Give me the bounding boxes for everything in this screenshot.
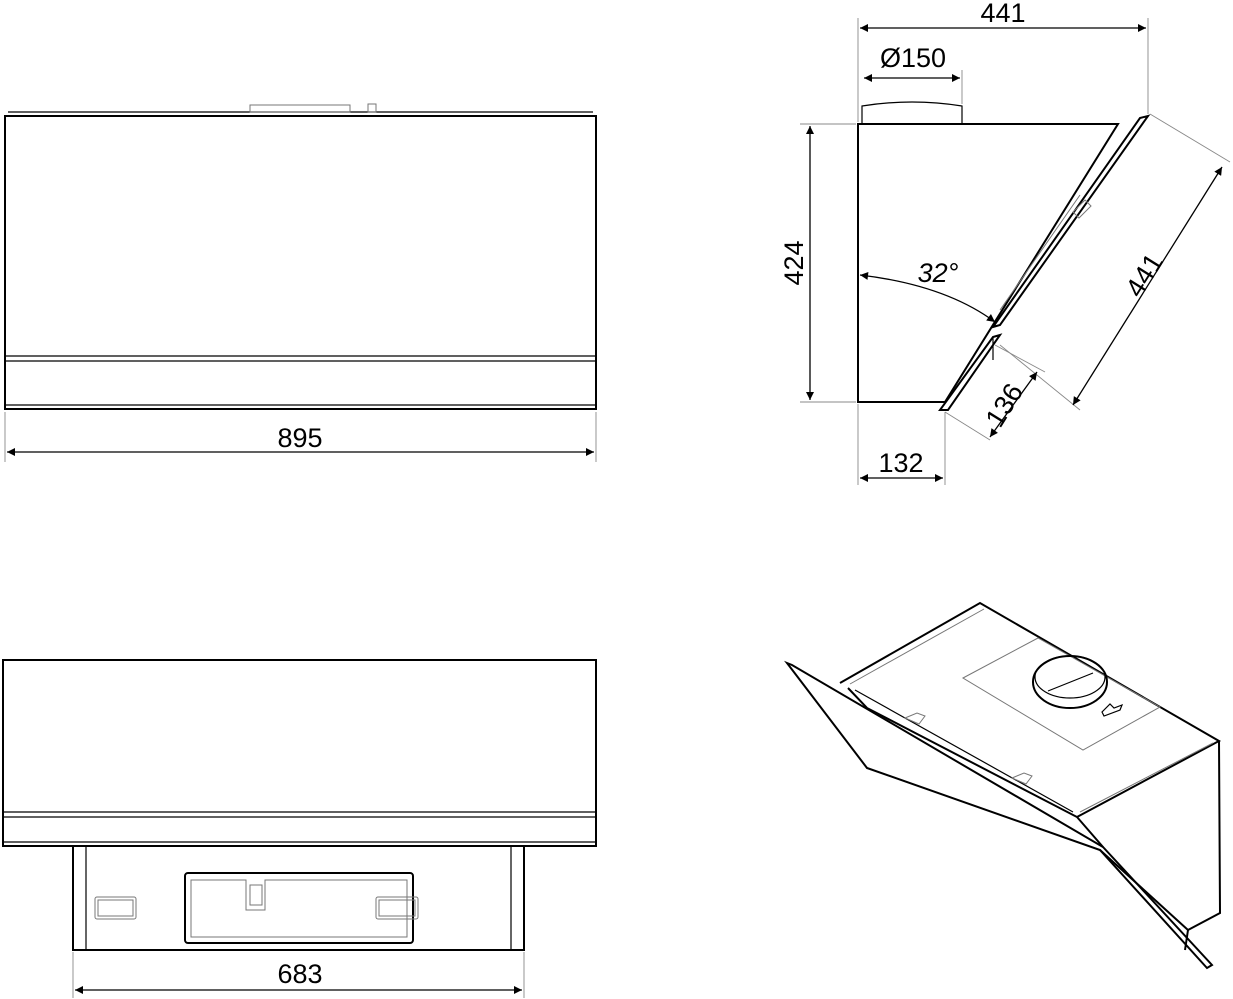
dimension-glass-length: 441: [1120, 248, 1169, 302]
isometric-view: [784, 601, 1222, 970]
iso-glass-panel: [784, 660, 1214, 970]
grease-filter: [184, 872, 414, 944]
motor-housing: [72, 845, 525, 951]
duct-flange-top: [249, 103, 377, 113]
dimension-side-height: 424: [779, 240, 809, 285]
iso-top-face: [839, 601, 1222, 818]
dimension-angle: 32°: [918, 258, 959, 288]
side-view: 441 Ø150 424 32° 441 136 132: [779, 0, 1231, 485]
dimension-duct-diameter: Ø150: [880, 43, 946, 73]
dimension-side-depth: 441: [980, 0, 1025, 28]
front-view: 895: [4, 103, 597, 462]
hood-side-body: [857, 123, 1120, 403]
glass-panel-lower: [938, 333, 1003, 411]
hood-bottom-body: [2, 659, 597, 847]
dimension-glass-lower: 136: [980, 378, 1029, 432]
light-slot-left: [94, 896, 137, 920]
glass-panel-upper: [990, 114, 1151, 329]
iso-top-plate: [961, 637, 1162, 751]
dimension-front-width: 895: [277, 423, 322, 453]
light-slot-right: [375, 896, 419, 920]
dimension-bottom-width: 683: [277, 959, 322, 989]
dimension-bottom-depth: 132: [878, 448, 923, 478]
hood-front-body: [4, 115, 597, 410]
bottom-view: 683: [2, 659, 597, 998]
